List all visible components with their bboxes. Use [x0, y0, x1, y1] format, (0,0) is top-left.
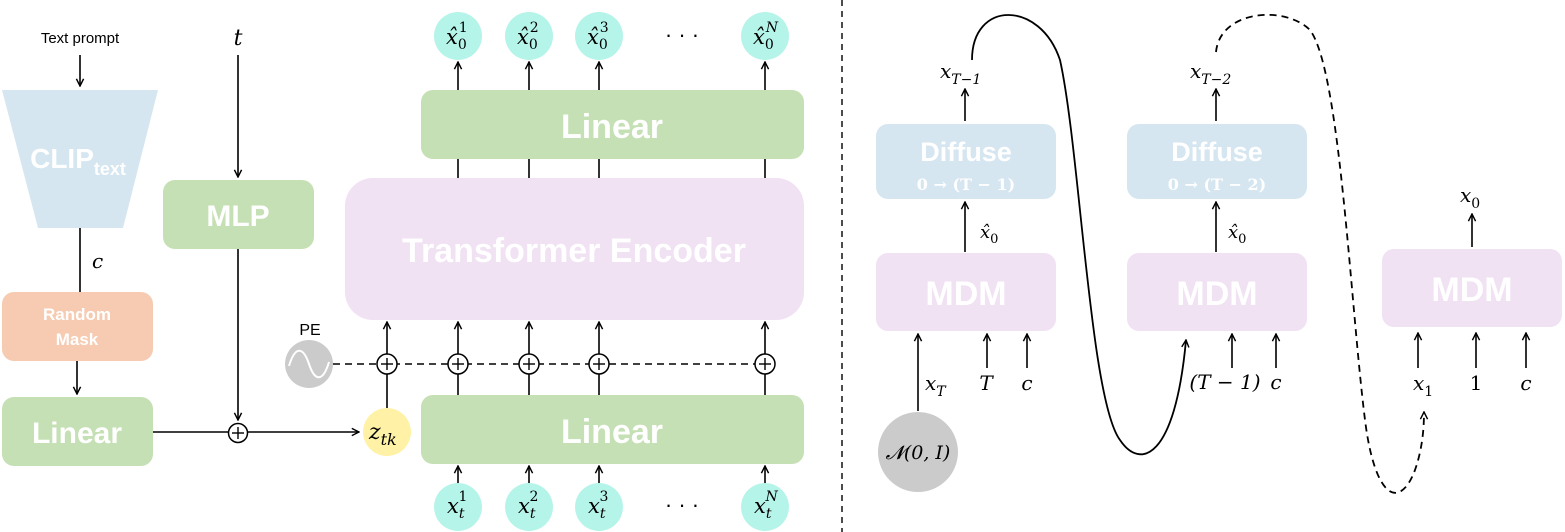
random-mask-block: [2, 292, 153, 361]
linear-top-block: [421, 90, 804, 159]
output-token-2: x̂02: [505, 12, 553, 60]
sampling-step-2: xT−2 Diffuse 0 → (T − 2) x̂0 MDM (T − 1)…: [1127, 59, 1307, 394]
transformer-encoder-label: Transformer Encoder: [402, 232, 746, 270]
left-panel: Text prompt CLIPtext c Random Mask Linea…: [2, 12, 804, 531]
svg-text:xt1: xt1: [447, 489, 467, 522]
input-token-3: xt3: [575, 483, 623, 531]
sampling-step-final: x0 MDM x1 1 c: [1382, 183, 1562, 400]
step1-input-t: T: [979, 371, 994, 395]
step1-xhat-label: x̂0: [980, 222, 998, 247]
step1-input-x: xT: [925, 371, 947, 400]
t-label: t: [234, 26, 243, 51]
step2-diffuse-block: [1127, 124, 1307, 199]
pe-wave-icon: [285, 340, 333, 388]
step2-diffuse-label: Diffuse: [1171, 137, 1263, 167]
output-ellipsis: · · ·: [665, 22, 699, 47]
clip-label: CLIPtext: [30, 143, 126, 179]
random-mask-line2: Mask: [56, 330, 99, 349]
c-label-left: c: [92, 249, 103, 273]
input-token-2: xt2: [505, 483, 553, 531]
step2-input-t: (T − 1): [1189, 370, 1260, 394]
step1-mdm-label: MDM: [925, 275, 1006, 313]
svg-text:xt2: xt2: [518, 489, 538, 522]
token-column-1: [447, 62, 469, 486]
linear-left-label: Linear: [32, 417, 122, 450]
pe-label: PE: [299, 322, 320, 339]
token-column-n: [754, 62, 776, 486]
token-column-2: [518, 62, 540, 486]
input-token-1: xt1: [434, 483, 482, 531]
z-token-label: ztk: [368, 420, 397, 449]
step1-output-label: xT−1: [940, 59, 981, 88]
final-mdm-block: [1382, 249, 1562, 327]
loop-arrow-dashed: [1215, 13, 1424, 494]
step1-diffuse-block: [876, 124, 1056, 199]
step2-mdm-block: [1127, 253, 1307, 331]
mlp-block: [163, 180, 314, 249]
svg-text:xt3: xt3: [588, 489, 608, 522]
step1-mdm-block: [876, 253, 1056, 331]
final-input-x: x1: [1413, 371, 1433, 400]
step2-output-label: xT−2: [1190, 59, 1231, 88]
step1-diffuse-label: Diffuse: [920, 137, 1012, 167]
text-prompt-label: Text prompt: [41, 30, 120, 47]
output-token-n: x̂0N: [741, 12, 789, 60]
step2-mdm-label: MDM: [1176, 275, 1257, 313]
svg-text:x̂02: x̂02: [517, 20, 539, 53]
noise-node: [878, 412, 958, 492]
output-token-3: x̂03: [575, 12, 623, 60]
linear-left-block: [2, 397, 153, 466]
pe-sum-node-0: [376, 322, 398, 375]
token-column-3: [588, 62, 610, 486]
noise-label: 𝓝(0, I): [886, 442, 951, 464]
loop-arrow-solid: [971, 14, 1186, 456]
input-token-n: xtN: [741, 483, 789, 531]
sampling-step-1: xT−1 Diffuse 0 → (T − 1) x̂0 MDM xT T c …: [876, 59, 1056, 492]
svg-text:x̂03: x̂03: [587, 20, 609, 53]
svg-text:x̂0N: x̂0N: [753, 20, 779, 53]
step2-diffuse-range: 0 → (T − 2): [1168, 175, 1266, 194]
mlp-label: MLP: [206, 200, 269, 233]
step1-diffuse-range: 0 → (T − 1): [917, 175, 1015, 194]
sum-node: [227, 422, 249, 444]
svg-text:xtN: xtN: [754, 489, 778, 522]
input-ellipsis: · · ·: [665, 492, 699, 517]
svg-text:x̂01: x̂01: [446, 20, 468, 53]
right-panel: xT−1 Diffuse 0 → (T − 1) x̂0 MDM xT T c …: [876, 13, 1562, 494]
random-mask-line1: Random: [43, 305, 111, 324]
linear-bottom-block: [421, 395, 804, 464]
clip-encoder-block: [2, 90, 158, 228]
z-token-node: [363, 408, 411, 456]
final-output-label: x0: [1460, 183, 1480, 212]
step1-input-c: c: [1021, 371, 1032, 395]
final-input-c: c: [1520, 371, 1531, 395]
final-mdm-label: MDM: [1431, 271, 1512, 309]
step2-input-c: c: [1270, 370, 1281, 394]
output-token-1: x̂01: [434, 12, 482, 60]
step2-xhat-label: x̂0: [1228, 222, 1246, 247]
transformer-encoder-block: [345, 178, 804, 320]
linear-bottom-label: Linear: [561, 413, 663, 451]
linear-top-label: Linear: [561, 108, 663, 146]
final-input-t: 1: [1470, 371, 1483, 395]
